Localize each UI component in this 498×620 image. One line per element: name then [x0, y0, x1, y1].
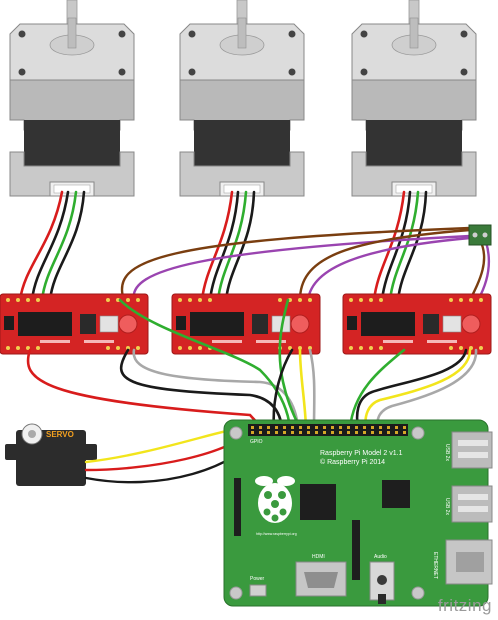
- gpio-pin: [395, 431, 398, 434]
- gpio-pin: [283, 431, 286, 434]
- gpio-pin: [259, 431, 262, 434]
- audio-label: Audio: [374, 554, 387, 560]
- gpio-pin: [251, 431, 254, 434]
- stepper-driver-3: [342, 293, 492, 355]
- gpio-pin: [347, 426, 350, 429]
- stepper-driver-2: [171, 293, 321, 355]
- servo-motor: SERVO: [5, 423, 97, 486]
- gpio-pin: [291, 426, 294, 429]
- power-terminal: [468, 224, 492, 246]
- gpio-pin: [283, 426, 286, 429]
- gpio-pin: [339, 426, 342, 429]
- gpio-pin: [307, 426, 310, 429]
- audio-jack: [369, 561, 395, 604]
- hdmi-label: HDMI: [312, 554, 325, 560]
- gpio-pin: [403, 431, 406, 434]
- fritzing-watermark: fritzing: [437, 596, 492, 615]
- usb-port-1: [451, 431, 493, 469]
- gpio-pin: [315, 426, 318, 429]
- soc-chip: [300, 484, 336, 520]
- stepper-motor-2: [179, 0, 305, 211]
- power-label: Power: [250, 576, 265, 582]
- raspberry-pi-board: GPIO Raspberry Pi Model 2 v1.1 © Raspber…: [223, 419, 493, 607]
- gpio-pin: [275, 431, 278, 434]
- gpio-pin: [395, 426, 398, 429]
- gpio-pin: [251, 426, 254, 429]
- pi-model-label: Raspberry Pi Model 2 v1.1: [320, 450, 403, 457]
- usb-controller-chip: [382, 480, 410, 508]
- usb-port-2: [451, 485, 493, 523]
- pi-url-label: http://www.raspberrypi.org: [256, 532, 297, 536]
- gpio-pin: [331, 431, 334, 434]
- gpio-label: GPIO: [250, 439, 263, 445]
- gpio-pin: [387, 431, 390, 434]
- power-wires: [120, 226, 490, 302]
- gpio-pin: [371, 431, 374, 434]
- gpio-header: [248, 424, 408, 436]
- gpio-pin: [323, 426, 326, 429]
- micro-usb-power-port: [249, 584, 267, 597]
- gpio-pin: [267, 431, 270, 434]
- gpio-pin: [299, 431, 302, 434]
- motor-wires: [18, 190, 428, 302]
- servo-label: SERVO: [46, 430, 74, 439]
- gpio-pin: [363, 431, 366, 434]
- gpio-pin: [331, 426, 334, 429]
- camera-connector: [352, 520, 360, 580]
- usb-label-2: USB 2x: [444, 498, 450, 515]
- gpio-pin: [267, 426, 270, 429]
- ethernet-label: ETHERNET: [432, 552, 438, 579]
- stepper-driver-1: [0, 293, 149, 355]
- gpio-pin: [291, 431, 294, 434]
- gpio-pin: [315, 431, 318, 434]
- hdmi-port: [295, 561, 347, 597]
- pi-copyright-label: © Raspberry Pi 2014: [320, 458, 385, 466]
- gpio-pin: [379, 426, 382, 429]
- gpio-pin: [355, 431, 358, 434]
- stepper-motor-1: [9, 0, 135, 211]
- gpio-pin: [323, 431, 326, 434]
- gpio-pin: [371, 426, 374, 429]
- gpio-pin: [347, 431, 350, 434]
- gpio-pin: [403, 426, 406, 429]
- ethernet-port: [445, 539, 493, 585]
- display-connector: [234, 478, 241, 536]
- gpio-pin: [387, 426, 390, 429]
- gpio-pin: [299, 426, 302, 429]
- signal-wires: [26, 298, 478, 430]
- gpio-pin: [339, 431, 342, 434]
- gpio-pin: [379, 431, 382, 434]
- gpio-pin: [307, 431, 310, 434]
- gpio-pin: [355, 426, 358, 429]
- gpio-pin: [259, 426, 262, 429]
- gpio-pin: [363, 426, 366, 429]
- raspberry-logo-icon: [255, 476, 295, 523]
- gpio-pin: [275, 426, 278, 429]
- usb-label-1: USB 2x: [444, 444, 450, 461]
- stepper-motor-3: [351, 0, 477, 211]
